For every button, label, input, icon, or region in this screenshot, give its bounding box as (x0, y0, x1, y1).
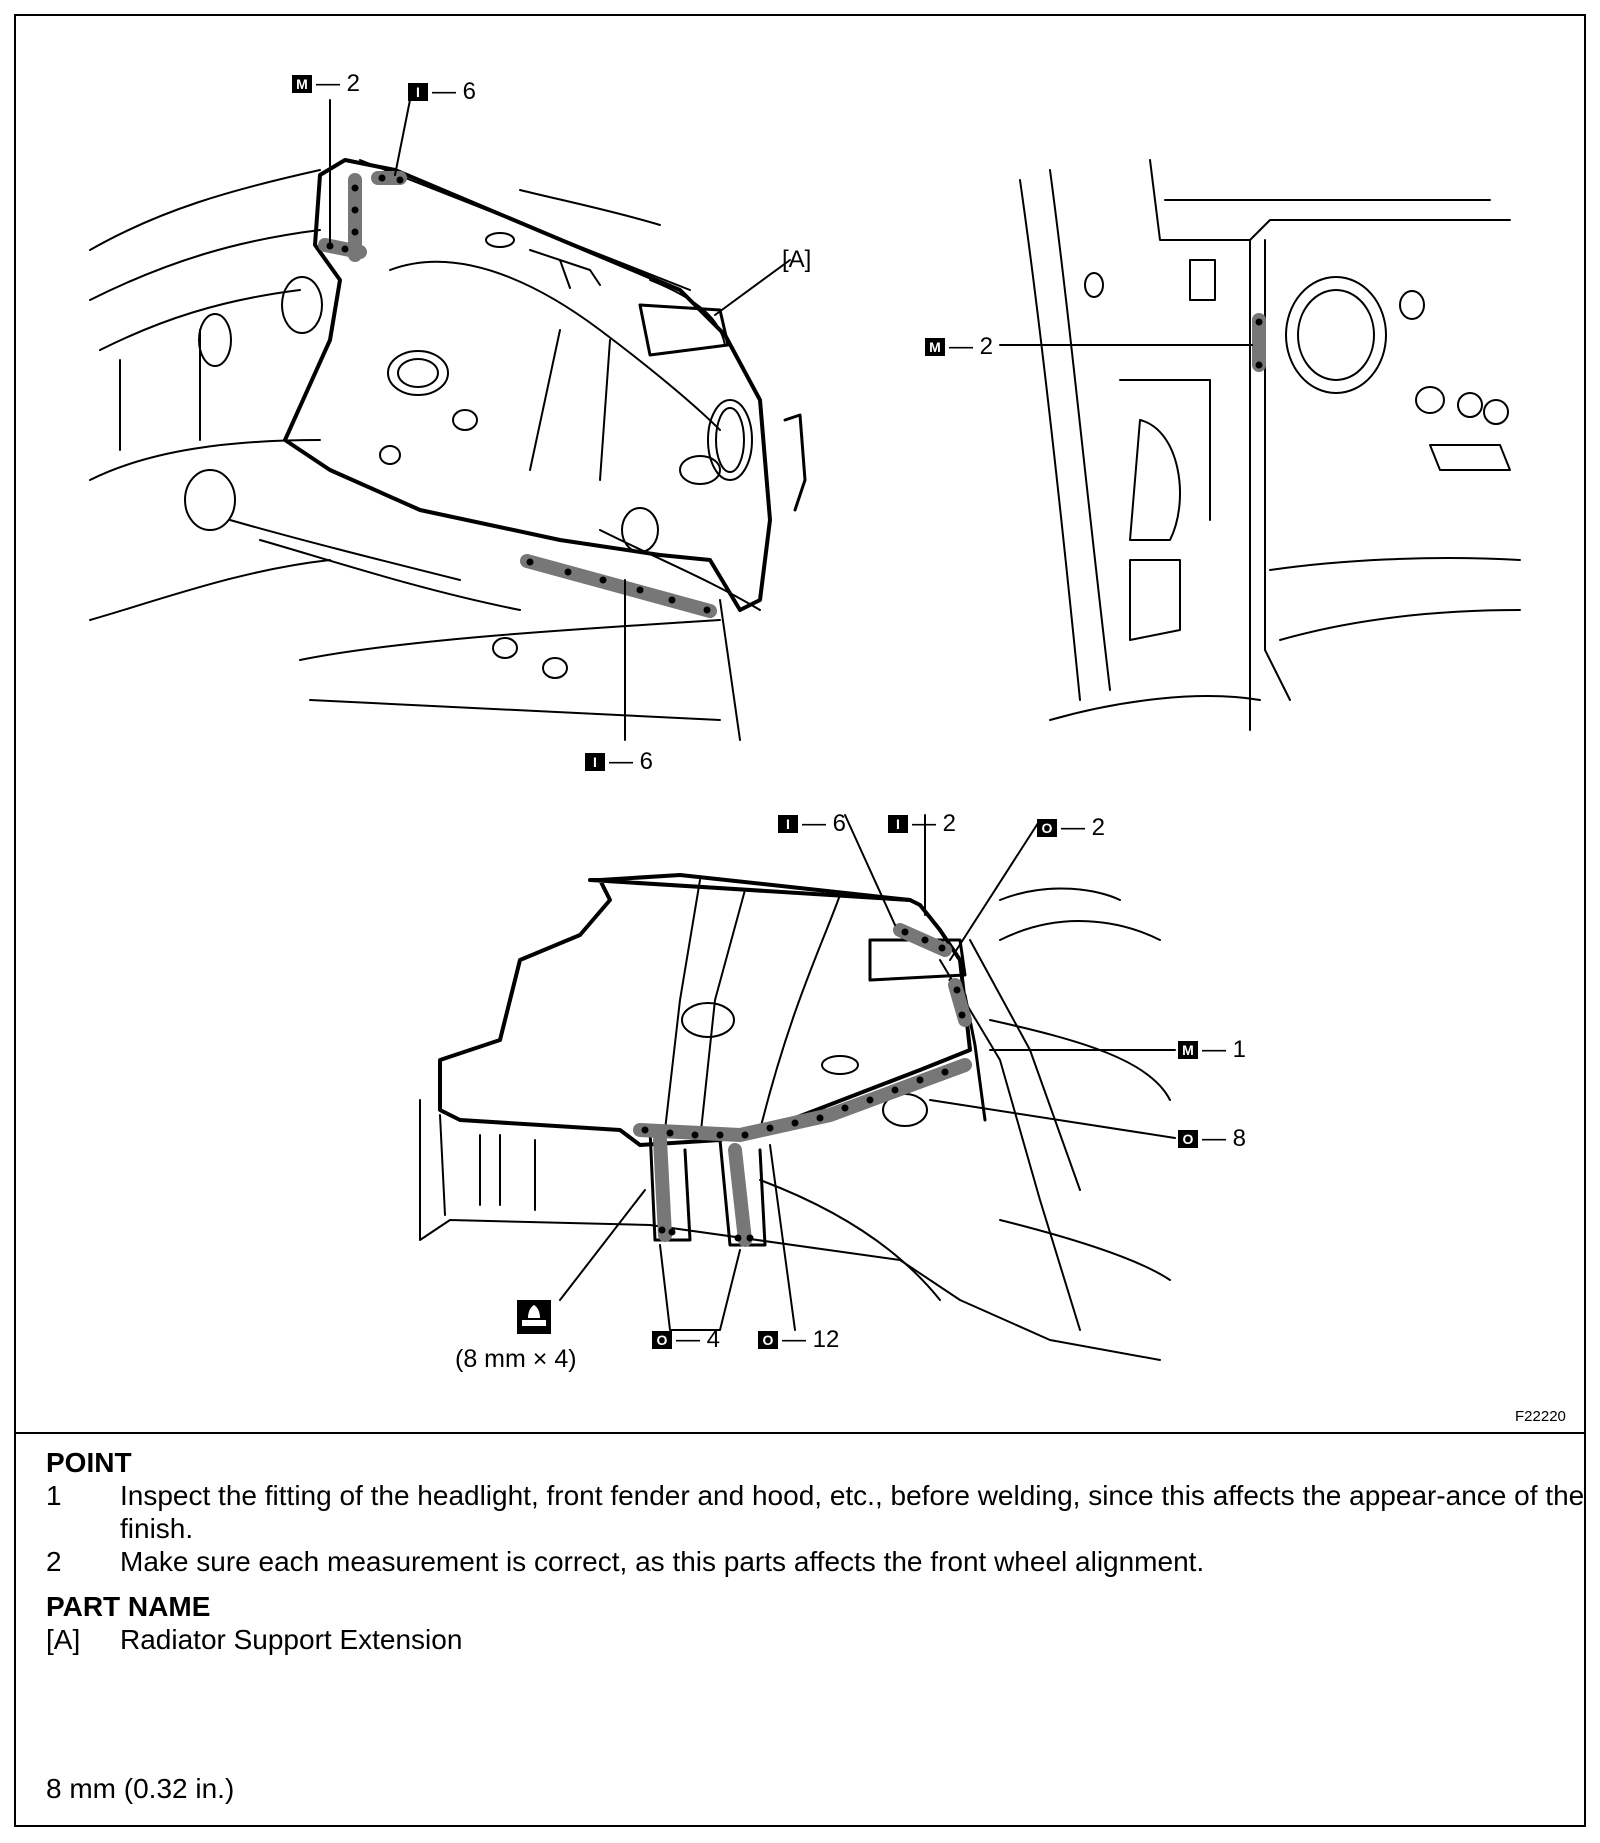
spot-weld-symbol: I (778, 815, 798, 833)
footnote: 8 mm (0.32 in.) (46, 1773, 235, 1804)
callout-m2-top-left: M — 2 (292, 72, 360, 96)
section-divider (14, 1432, 1586, 1434)
callout-i2-bottom: I — 2 (888, 812, 956, 836)
bottom-leaders (559, 814, 1176, 1331)
callout-i6-top-left: I — 6 (408, 80, 476, 104)
spot-weld-alt-symbol: O (652, 1331, 672, 1349)
page-frame (14, 14, 1586, 1827)
mig-plug-weld-symbol: M (925, 338, 945, 356)
top-left-view (89, 158, 807, 741)
callout-o12-bottom: O — 12 (758, 1328, 839, 1352)
mig-plug-weld-symbol: M (292, 75, 312, 93)
top-right-view (1019, 159, 1521, 731)
plug-weld-size-label: (8 mm × 4) (455, 1345, 577, 1373)
bottom-weld-dots (641, 928, 966, 1242)
spot-weld-alt-symbol: O (758, 1331, 778, 1349)
part-name-section: PART NAME [A] Radiator Support Extension (46, 1590, 1600, 1656)
callout-part-a: [A] (782, 246, 812, 273)
spot-weld-alt-symbol: O (1178, 1130, 1198, 1148)
callout-o8-bottom: O — 8 (1178, 1127, 1246, 1151)
body-repair-illustration (89, 99, 1521, 1361)
figure-code: F22220 (1515, 1408, 1566, 1425)
point-item: 1 Inspect the fitting of the headlight, … (46, 1480, 1585, 1544)
top-left-weld-dots (326, 174, 711, 614)
spot-weld-symbol: I (408, 83, 428, 101)
point-heading: POINT (46, 1447, 132, 1478)
spot-weld-symbol: I (585, 753, 605, 771)
point-item: 2 Make sure each measurement is correct,… (46, 1546, 1205, 1577)
part-name-item: [A] Radiator Support Extension (46, 1624, 463, 1655)
spot-weld-alt-symbol: O (1037, 819, 1057, 837)
mig-plug-weld-symbol: M (1178, 1041, 1198, 1059)
callout-i6-bottom: I — 6 (778, 812, 846, 836)
callout-o4-bottom: O — 4 (652, 1328, 720, 1352)
point-section: POINT 1 Inspect the fitting of the headl… (46, 1446, 1600, 1578)
spot-weld-symbol: I (888, 815, 908, 833)
callout-m1-bottom: M — 1 (1178, 1038, 1246, 1062)
callout-i6-bottom-left: I — 6 (585, 750, 653, 774)
callout-m2-top-right: M — 2 (925, 335, 993, 359)
callout-o2-bottom: O — 2 (1037, 816, 1105, 840)
top-left-leaders (329, 99, 791, 741)
plug-weld-icon (517, 1300, 551, 1334)
part-name-heading: PART NAME (46, 1591, 211, 1622)
